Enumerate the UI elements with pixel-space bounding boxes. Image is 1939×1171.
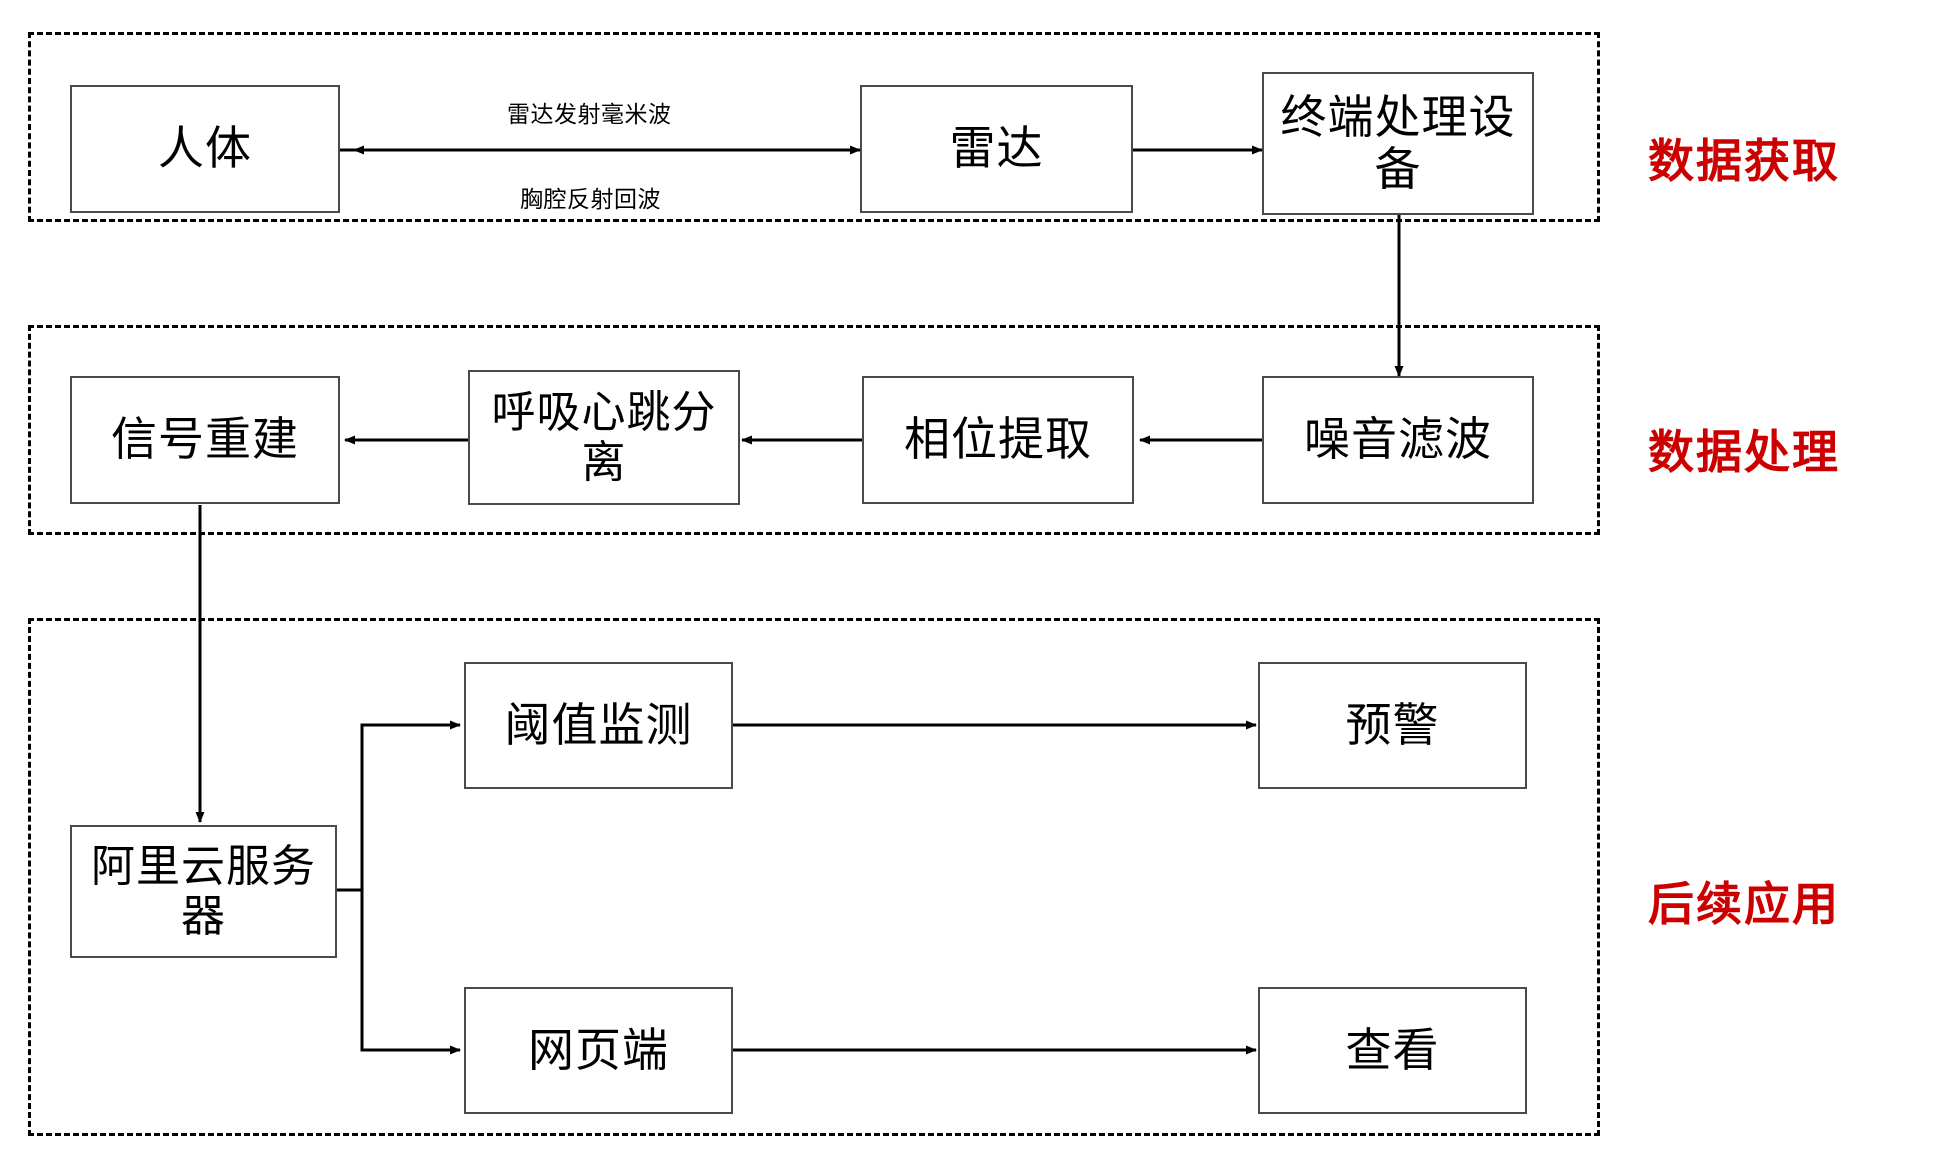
node-web-client-label: 网页端 [528, 1023, 669, 1076]
node-signal-reconstruction[interactable]: 信号重建 [70, 376, 340, 504]
node-terminal-device-label: 终端处理设备 [1280, 90, 1516, 195]
node-human-body-label: 人体 [158, 122, 252, 175]
stage-label-data-acquisition: 数据获取 [1648, 135, 1840, 187]
section-subsequent-application [28, 618, 1600, 1136]
node-early-warning[interactable]: 预警 [1258, 662, 1527, 789]
node-breath-heartbeat-separation-label: 呼吸心跳分离 [491, 388, 717, 487]
node-noise-filtering[interactable]: 噪音滤波 [1262, 376, 1534, 504]
section-data-acquisition [28, 32, 1600, 222]
node-signal-reconstruction-label: 信号重建 [111, 413, 299, 466]
edge-label-chest-echo: 胸腔反射回波 [520, 186, 661, 212]
node-phase-extraction[interactable]: 相位提取 [862, 376, 1134, 504]
node-phase-extraction-label: 相位提取 [904, 413, 1092, 466]
section-data-processing [28, 325, 1600, 535]
node-human-body[interactable]: 人体 [70, 85, 340, 213]
node-threshold-monitoring-label: 阈值监测 [504, 698, 693, 751]
node-radar-label: 雷达 [949, 122, 1044, 175]
node-early-warning-label: 预警 [1345, 698, 1440, 751]
node-terminal-device[interactable]: 终端处理设备 [1262, 72, 1534, 215]
node-radar[interactable]: 雷达 [860, 85, 1133, 213]
node-aliyun-server-label: 阿里云服务器 [91, 842, 316, 941]
node-aliyun-server[interactable]: 阿里云服务器 [70, 825, 337, 958]
node-web-client[interactable]: 网页端 [464, 987, 733, 1114]
node-threshold-monitoring[interactable]: 阈值监测 [464, 662, 733, 789]
node-noise-filtering-label: 噪音滤波 [1304, 413, 1492, 466]
edge-label-radar-emit: 雷达发射毫米波 [507, 101, 672, 127]
stage-label-subsequent-application: 后续应用 [1648, 878, 1840, 930]
node-view[interactable]: 查看 [1258, 987, 1527, 1114]
node-breath-heartbeat-separation[interactable]: 呼吸心跳分离 [468, 370, 740, 505]
node-view-label: 查看 [1345, 1023, 1440, 1076]
stage-label-data-processing: 数据处理 [1648, 426, 1840, 478]
